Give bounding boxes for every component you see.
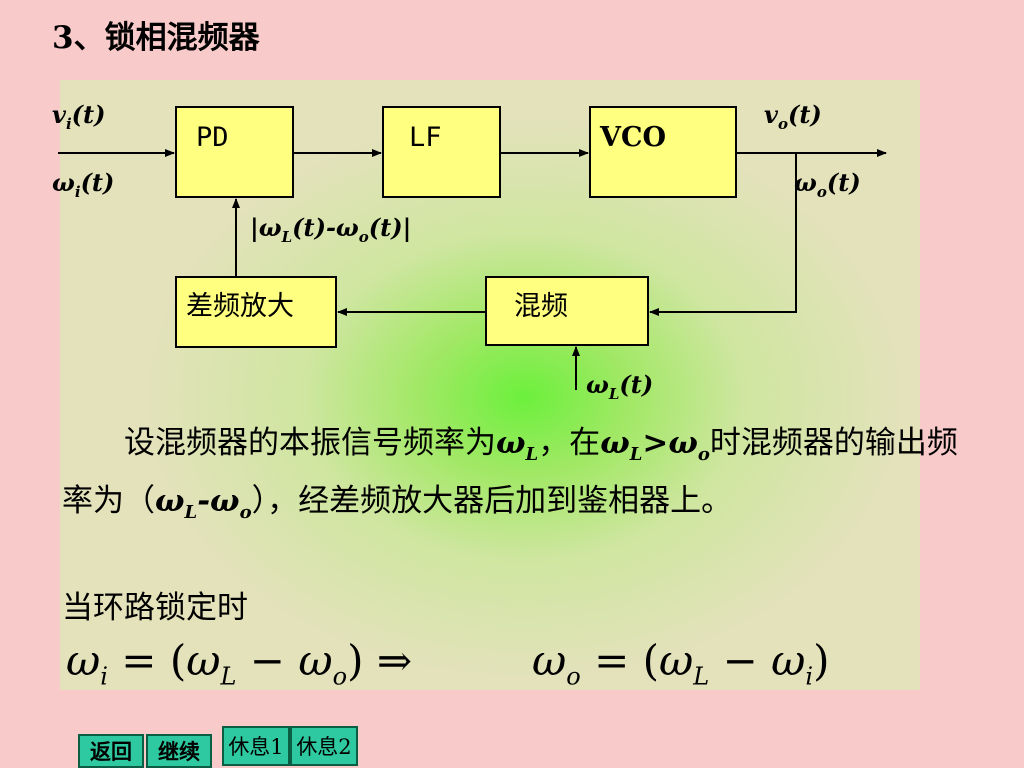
page-title: 3、锁相混频器 [52, 20, 260, 56]
lock-condition-text: 当环路锁定时 [62, 590, 248, 626]
local-osc-label: ωL(t) [586, 370, 654, 403]
mixer-label: 混频 [514, 291, 568, 322]
rest2-button[interactable]: 休息2 [290, 726, 358, 766]
wi-label: ωi(t) [52, 168, 115, 201]
lf-block: LF [382, 106, 501, 198]
vi-label: vi(t) [52, 100, 106, 133]
diff-amp-label: 差频放大 [186, 291, 294, 322]
continue-button[interactable]: 继续 [146, 734, 212, 768]
wo-label: ωo(t) [794, 168, 861, 201]
vo-label: vo(t) [764, 100, 822, 133]
pd-label: PD [196, 122, 229, 153]
feedback-line [649, 153, 797, 316]
formula-right: ωo = (ωL − ωi) [532, 636, 830, 691]
pd-block: PD [175, 106, 294, 198]
formula-left: ωi = (ωL − ωo) ⇒ [66, 636, 413, 691]
lf-label: LF [409, 122, 442, 153]
mixer-block: 混频 [485, 276, 649, 346]
vco-block: VCO [589, 106, 737, 198]
back-button[interactable]: 返回 [78, 734, 144, 768]
rest1-button[interactable]: 休息1 [222, 726, 290, 766]
explanation-paragraph: 设混频器的本振信号频率为ωL，在ωL>ωo时混频器的输出频率为（ωL-ωo），经… [62, 425, 958, 524]
vco-label: VCO [599, 122, 666, 153]
diff-amp-block: 差频放大 [175, 276, 337, 348]
difference-freq-label: |ωL(t)-ωo(t)| [250, 213, 412, 246]
